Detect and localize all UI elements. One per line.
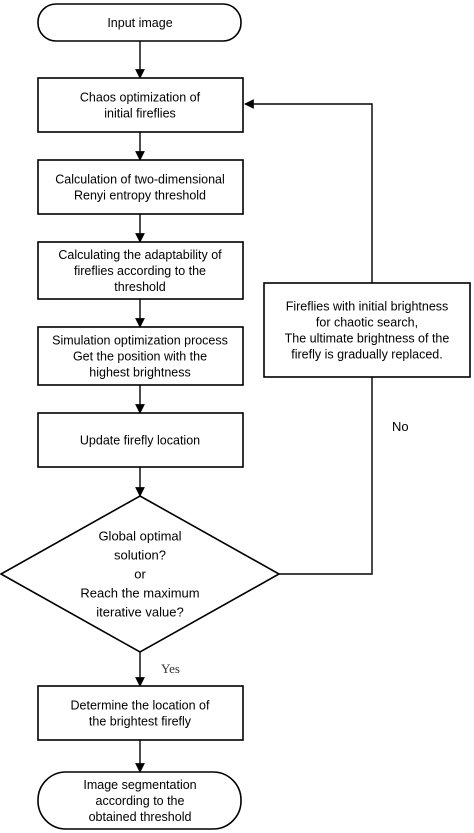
- determine-box: [37, 685, 244, 741]
- text-line: obtained threshold: [89, 810, 192, 824]
- text-line: Input image: [107, 16, 172, 30]
- text-line: or: [134, 567, 146, 582]
- text-line: Fireflies with initial brightness: [286, 300, 449, 314]
- text-line: Update firefly location: [80, 434, 200, 448]
- text-line: for chaotic search,: [316, 316, 418, 330]
- text-line: Global optimal: [98, 529, 181, 544]
- text-line: Calculating the adaptability of: [58, 248, 222, 262]
- decision-diamond: [0, 495, 281, 653]
- text-line: The ultimate brightness of the: [285, 332, 450, 346]
- start-label: Input image: [107, 16, 172, 30]
- chaos-label: Chaos optimization of initial fireflies: [80, 91, 201, 121]
- connectors: [135, 41, 373, 773]
- adaptability-box: [37, 241, 244, 300]
- text-line: solution?: [114, 548, 166, 563]
- update-box: [37, 412, 244, 468]
- feedback-label: Fireflies with initial brightness for cha…: [285, 300, 450, 362]
- yes-label: Yes: [161, 661, 180, 676]
- edge-feedback-chaos: [244, 99, 373, 283]
- chaos-box: [37, 77, 244, 133]
- text-line: Image segmentation: [83, 778, 196, 792]
- text-line: the brightest firefly: [89, 715, 192, 729]
- text-line: Calculation of two-dimensional: [55, 173, 225, 187]
- text-line: according to the: [96, 794, 185, 808]
- renyi-box: [37, 159, 244, 215]
- update-label: Update firefly location: [80, 434, 200, 448]
- text-line: Determine the location of: [71, 699, 210, 713]
- end-terminal: [37, 771, 242, 830]
- text-line: Renyi entropy threshold: [74, 189, 206, 203]
- text-line: firefly is gradually replaced.: [291, 348, 442, 362]
- start-terminal: [37, 3, 242, 42]
- text-line: highest brightness: [89, 366, 190, 380]
- text-line: Reach the maximum: [80, 586, 199, 601]
- determine-label: Determine the location of the brightest f…: [71, 699, 210, 729]
- edge-decision-feedback: [279, 377, 373, 575]
- feedback-box: [263, 282, 471, 378]
- text-line: Get the position with the: [73, 350, 207, 364]
- text-line: initial fireflies: [104, 107, 176, 121]
- text-line: iterative value?: [96, 605, 183, 620]
- end-label: Image segmentation according to the obtain…: [83, 778, 196, 824]
- adaptability-label: Calculating the adaptability of fireflies…: [58, 248, 222, 294]
- text-line: fireflies according to the: [74, 264, 206, 278]
- text-line: threshold: [114, 280, 165, 294]
- text-line: Chaos optimization of: [80, 91, 201, 105]
- no-label: No: [392, 419, 409, 434]
- simulation-box: [37, 326, 244, 386]
- text-line: Simulation optimization process: [52, 334, 228, 348]
